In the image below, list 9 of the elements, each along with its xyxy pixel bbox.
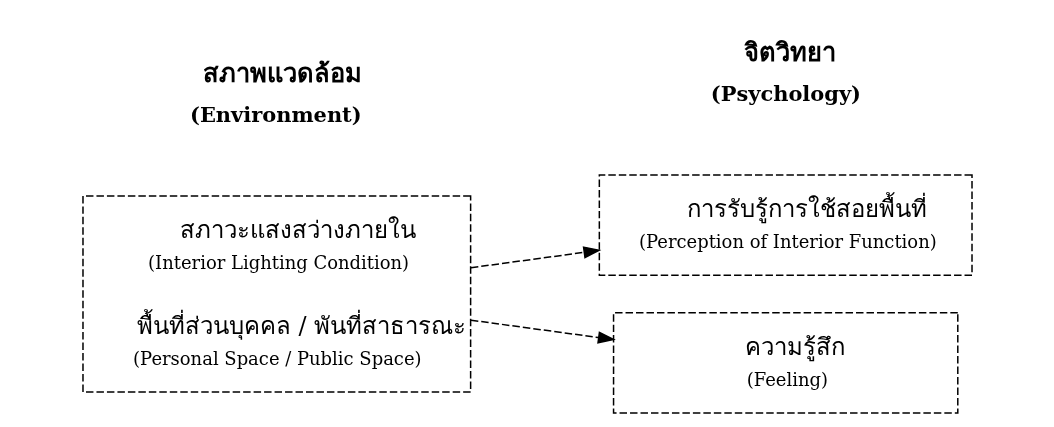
arrow <box>469 319 616 344</box>
label: (Environment) <box>189 102 362 128</box>
node-box: สภาวะแสงสว่างภายใน (Interior Lighting Condition) พื้นที่ส่วนบุคคล / พันที่สาธารณะ (Personal Space / Public Space) <box>81 195 471 393</box>
node-box: การรับรู้การใช้สอยพื้นที่ (Perception of Interior Function) <box>598 174 973 276</box>
label: (Psychology) <box>710 81 861 107</box>
node-box: ความรู้สึก (Feeling) <box>612 311 959 414</box>
label: สภาพแวดล้อม <box>202 58 362 89</box>
arrow <box>469 246 601 269</box>
label: จิตวิทยา <box>743 37 836 68</box>
